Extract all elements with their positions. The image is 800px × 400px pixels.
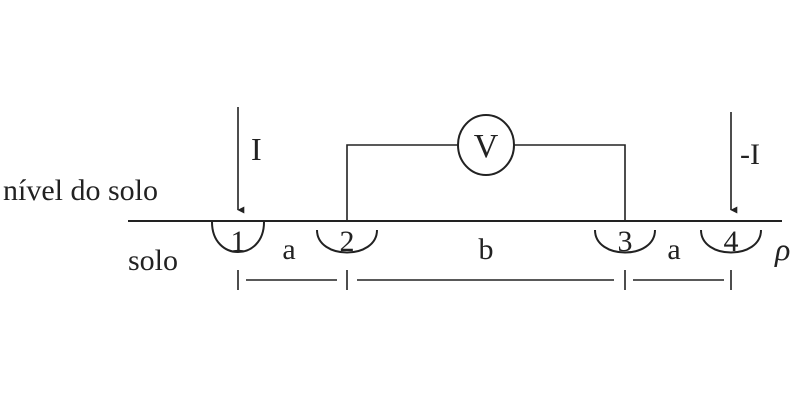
electrode-3: 3 [594, 225, 656, 258]
electrode-2: 2 [316, 225, 378, 258]
spacing-label-a-right: a [667, 233, 680, 266]
electrode-4-cup [700, 229, 762, 254]
electrode-4: 4 [700, 225, 762, 258]
spacing-label-b: b [479, 233, 494, 266]
current-in-label: I [251, 131, 262, 167]
voltmeter-label: V [474, 128, 499, 165]
electrode-1: 1 [211, 221, 265, 258]
voltmeter-wire-right [514, 144, 626, 221]
electrode-3-cup [594, 229, 656, 254]
current-out-label: -I [740, 138, 760, 171]
electrode-2-cup [316, 229, 378, 254]
resistivity-symbol: ρ [774, 231, 790, 267]
electrode-1-label: 1 [231, 225, 246, 258]
electrode-3-label: 3 [618, 225, 633, 258]
spacing-label-a-left: a [282, 233, 295, 266]
ground-level-label: nível do solo [3, 174, 158, 207]
voltmeter-circle [457, 114, 515, 176]
soil-label: solo [128, 244, 178, 277]
electrode-2-label: 2 [340, 225, 355, 258]
electrode-1-cup [211, 221, 265, 253]
electrode-4-label: 4 [724, 225, 739, 258]
voltmeter-wire-left [346, 144, 458, 221]
